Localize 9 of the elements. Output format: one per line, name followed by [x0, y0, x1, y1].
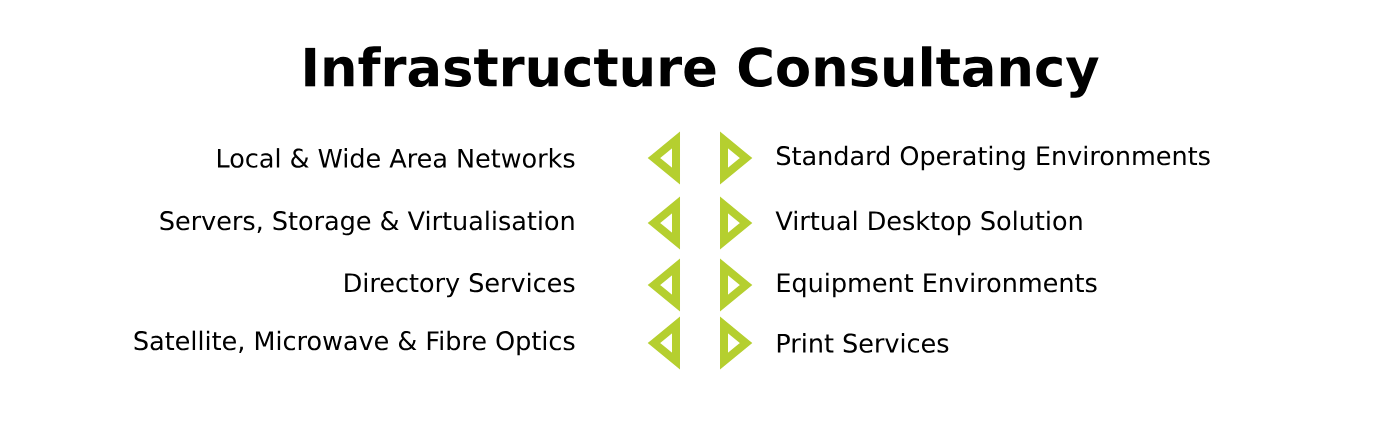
service-label: Equipment Environments: [777, 272, 1097, 298]
service-label: Standard Operating Environments: [777, 145, 1210, 171]
service-label: Satellite, Microwave & Fibre Optics: [134, 330, 575, 356]
service-label: Virtual Desktop Solution: [775, 210, 1082, 236]
service-label: Directory Services: [345, 272, 575, 298]
service-label: Servers, Storage & Virtualisation: [160, 210, 574, 236]
service-label: Local & Wide Area Networks: [218, 148, 575, 168]
service-label: Print Services: [777, 333, 949, 353]
title: Infrastructure Consultancy: [305, 46, 1099, 98]
